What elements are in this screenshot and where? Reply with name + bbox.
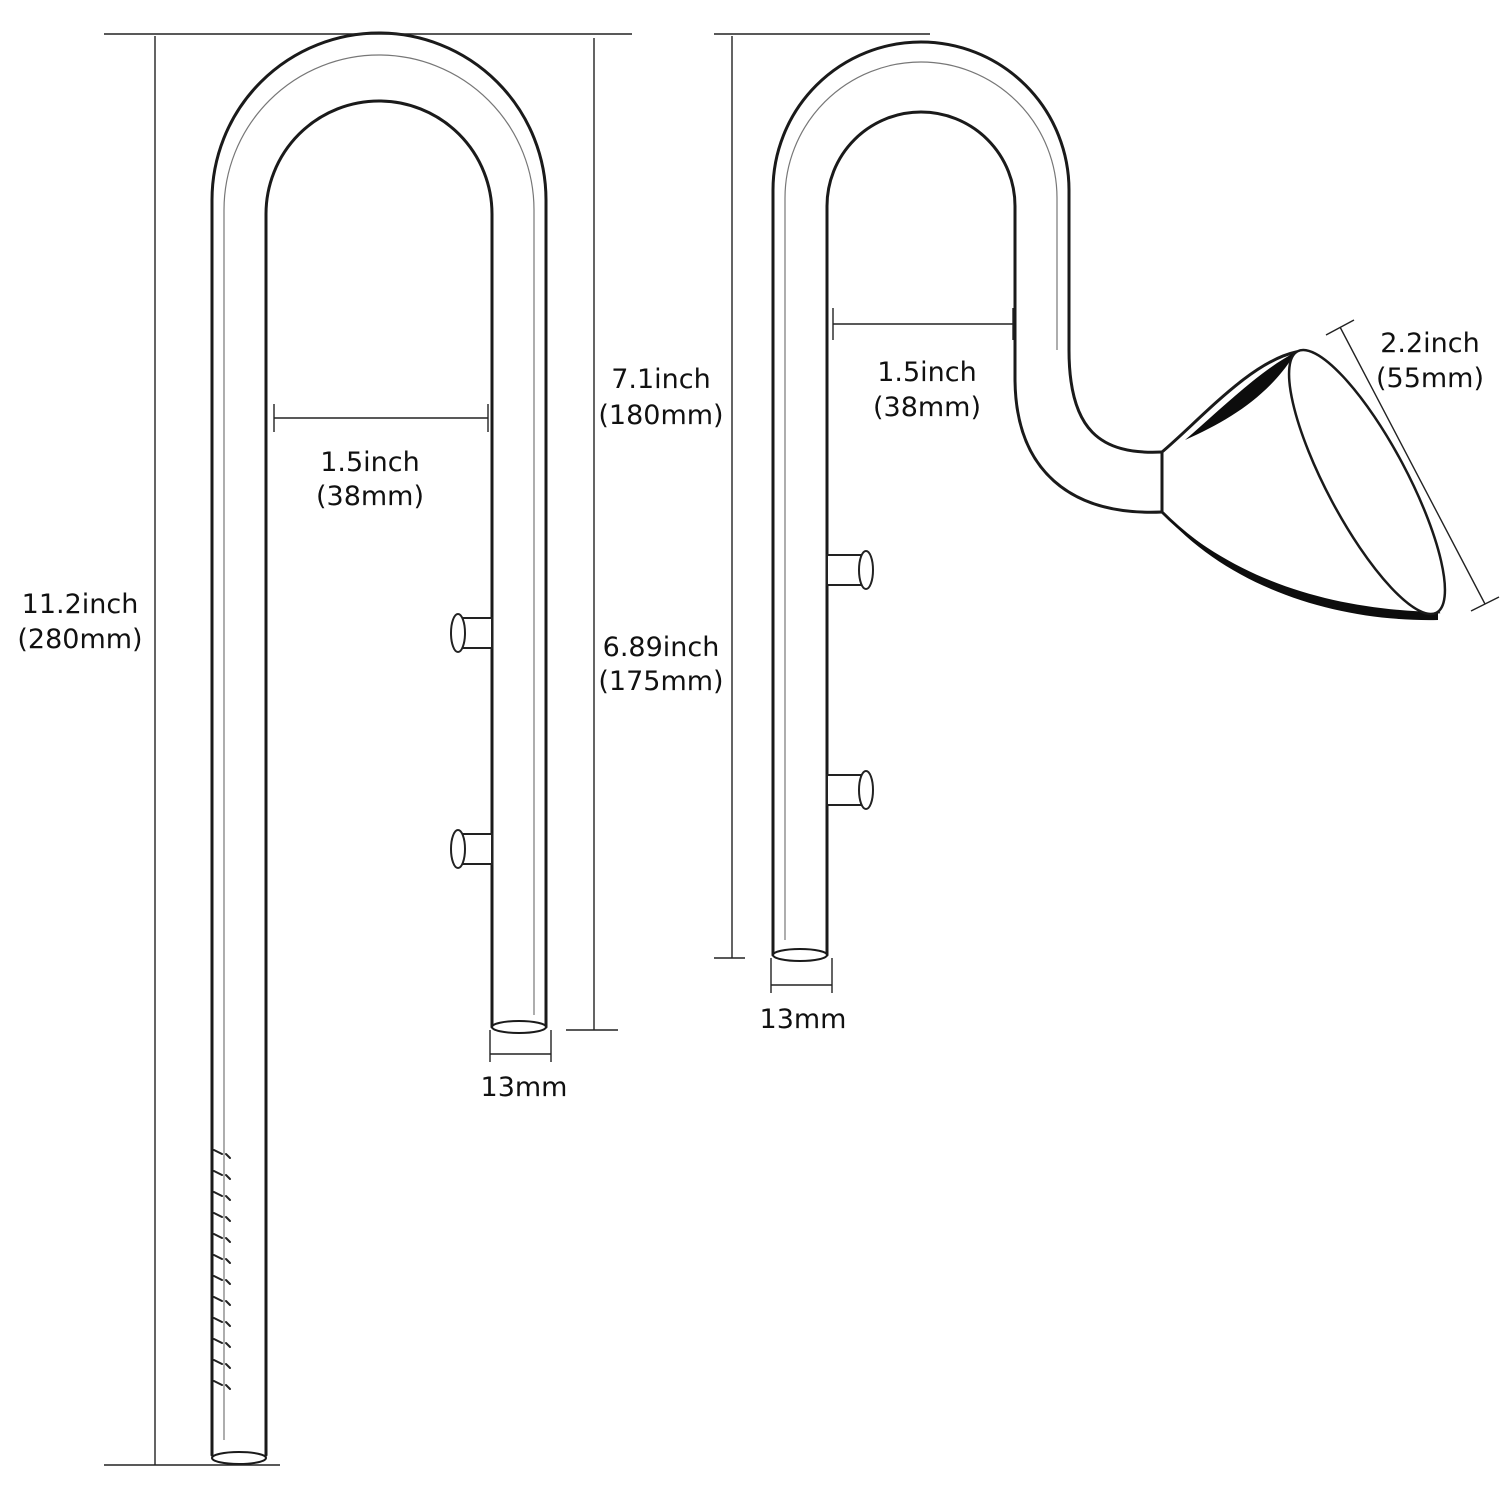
left-pipe-strainer (213, 1149, 231, 1390)
left-pipe-outer-outline (210, 31, 548, 1457)
right-width-mm: (38mm) (873, 392, 981, 423)
strainer-slot (213, 1254, 231, 1264)
right-pipe-inlet-opening (772, 948, 828, 962)
right-funnel-inch: 2.2inch (1380, 328, 1480, 359)
right-pipe-outer-outline (771, 40, 1164, 957)
left-pipe-inlet-opening (211, 1451, 267, 1465)
left-clip-span-inch: 6.89inch (603, 632, 720, 663)
right-pipe-highlight (784, 61, 1058, 940)
right-width-inch: 1.5inch (877, 357, 977, 388)
strainer-slot (213, 1275, 231, 1285)
right-diameter-label: 13mm (760, 1004, 847, 1035)
left-pipe-inner-outline (264, 99, 494, 1457)
left-outlet-leg-inch: 7.1inch (611, 364, 711, 395)
right-pipe-clip-upper (826, 550, 874, 590)
right-funnel-mm: (55mm) (1376, 363, 1484, 394)
strainer-slot (213, 1296, 231, 1306)
strainer-slot (213, 1212, 231, 1222)
left-pipe-dimensions: 11.2inch (280mm) 1.5inch (38mm) 7.1inch … (17, 33, 724, 1466)
strainer-slot (213, 1170, 231, 1180)
strainer-slot (213, 1191, 231, 1201)
right-pipe-clip-lower (826, 770, 874, 810)
left-total-height-mm: (280mm) (17, 624, 142, 655)
right-pipe-funnel-mouth (1287, 348, 1447, 616)
strainer-slot (213, 1149, 231, 1159)
left-width-inch: 1.5inch (320, 447, 420, 478)
strainer-slot (213, 1380, 231, 1390)
left-total-height-inch: 11.2inch (22, 589, 139, 620)
strainer-slot (213, 1233, 231, 1243)
right-pipe (771, 40, 1447, 962)
strainer-slot (213, 1317, 231, 1327)
left-pipe (210, 31, 548, 1465)
left-diameter-label: 13mm (481, 1072, 568, 1103)
right-funnel-diameter-line (1339, 326, 1486, 605)
left-pipe-highlight (223, 54, 535, 1440)
left-clip-span-mm: (175mm) (598, 666, 723, 697)
left-pipe-clip-lower (450, 829, 493, 869)
right-pipe-dimensions: 1.5inch (38mm) 2.2inch (55mm) 13mm (714, 33, 1500, 1035)
right-pipe-inner-outline (825, 110, 1164, 957)
left-pipe-outlet-opening (491, 1020, 547, 1034)
strainer-slot (213, 1338, 231, 1348)
left-pipe-clip-upper (450, 613, 493, 653)
left-width-mm: (38mm) (316, 481, 424, 512)
left-outlet-leg-mm: (180mm) (598, 400, 723, 431)
strainer-slot (213, 1359, 231, 1369)
